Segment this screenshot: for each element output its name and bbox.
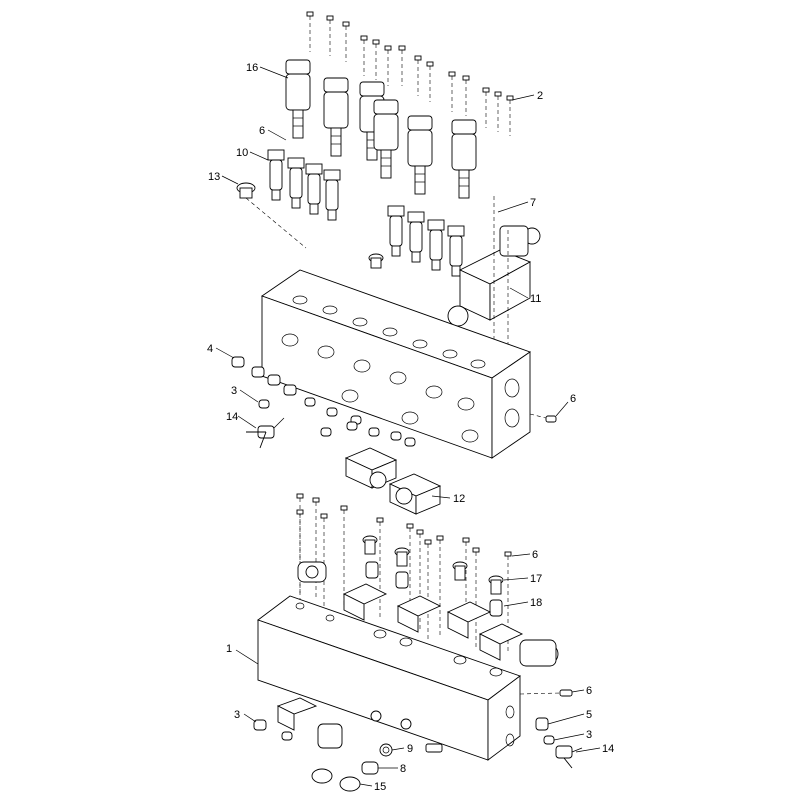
directional-valve-11 bbox=[447, 196, 541, 350]
lower-mounted-valves bbox=[342, 583, 559, 667]
solenoid-valves-12 bbox=[344, 447, 442, 515]
callout-9: 9 bbox=[391, 743, 413, 755]
callout-label: 15 bbox=[374, 781, 386, 793]
callout-15: 15 bbox=[359, 781, 386, 793]
callout-label: 3 bbox=[586, 729, 592, 741]
callout-14-lower: 14 bbox=[575, 743, 614, 755]
callout-label: 13 bbox=[208, 171, 220, 183]
lower-ports bbox=[295, 602, 515, 747]
cartridge-valves-upper bbox=[267, 149, 465, 277]
callouts: 16 2 6 10 13 7 11 4 bbox=[207, 62, 614, 793]
callout-label: 16 bbox=[246, 62, 258, 74]
callout-label: 9 bbox=[407, 743, 413, 755]
callout-10: 10 bbox=[236, 147, 269, 161]
coil-lower bbox=[297, 561, 327, 583]
callout-label: 8 bbox=[400, 763, 406, 775]
solenoid-coils bbox=[285, 59, 477, 199]
callout-1: 1 bbox=[226, 643, 259, 665]
lower-bottom-fittings bbox=[253, 697, 443, 792]
callout-18: 18 bbox=[503, 597, 542, 609]
callout-label: 3 bbox=[231, 385, 237, 397]
callout-label: 17 bbox=[530, 573, 542, 585]
lower-right-fittings bbox=[519, 689, 573, 745]
callout-4: 4 bbox=[207, 343, 235, 359]
callout-label: 3 bbox=[234, 709, 240, 721]
callout-label: 7 bbox=[530, 197, 536, 209]
upper-manifold-block bbox=[261, 269, 531, 459]
callout-label: 2 bbox=[537, 90, 543, 102]
callout-7: 7 bbox=[497, 197, 536, 213]
callout-label: 4 bbox=[207, 343, 213, 355]
callout-3-lower-left: 3 bbox=[234, 709, 257, 723]
plug-13 bbox=[236, 182, 307, 249]
callout-12: 12 bbox=[431, 493, 465, 505]
callout-label: 18 bbox=[530, 597, 542, 609]
callout-14-upper: 14 bbox=[226, 411, 257, 429]
callout-label: 6 bbox=[259, 125, 265, 137]
callout-8: 8 bbox=[378, 763, 406, 775]
callout-3-upper: 3 bbox=[231, 385, 259, 403]
callout-3-lower-right: 3 bbox=[553, 729, 592, 741]
callout-label: 5 bbox=[586, 709, 592, 721]
callout-label: 14 bbox=[602, 743, 614, 755]
callout-6-lower: 6 bbox=[571, 685, 592, 697]
callout-11: 11 bbox=[509, 287, 541, 305]
manifold-ports-top bbox=[292, 295, 486, 369]
side-pin bbox=[529, 413, 557, 423]
callout-6-upper-right: 6 bbox=[555, 393, 576, 417]
callout-2-upper: 2 bbox=[511, 90, 543, 102]
top-screws bbox=[306, 11, 514, 136]
callout-6-upper-left: 6 bbox=[259, 125, 287, 141]
callout-6-lower-right: 6 bbox=[511, 549, 538, 561]
front-fittings-upper bbox=[231, 356, 416, 447]
callout-label: 1 bbox=[226, 643, 232, 655]
callout-13: 13 bbox=[208, 171, 239, 185]
callout-label: 6 bbox=[570, 393, 576, 405]
cartridge-valves-lower bbox=[362, 535, 504, 617]
callout-label: 6 bbox=[532, 549, 538, 561]
callout-17: 17 bbox=[503, 573, 542, 585]
callout-label: 11 bbox=[530, 293, 541, 305]
lower-manifold-assembly bbox=[253, 493, 583, 792]
callout-16-upper: 16 bbox=[246, 62, 289, 79]
valve-handle-upper bbox=[246, 417, 285, 449]
callout-label: 12 bbox=[453, 493, 465, 505]
callout-label: 10 bbox=[236, 147, 248, 159]
callout-5: 5 bbox=[547, 709, 592, 725]
lower-manifold-block bbox=[257, 595, 521, 761]
callout-label: 6 bbox=[586, 685, 592, 697]
plug-center bbox=[368, 253, 384, 269]
valve-handle-lower bbox=[555, 745, 583, 769]
manifold-ports-front bbox=[281, 333, 479, 443]
callout-label: 14 bbox=[226, 411, 238, 423]
upper-manifold-assembly bbox=[231, 11, 557, 515]
